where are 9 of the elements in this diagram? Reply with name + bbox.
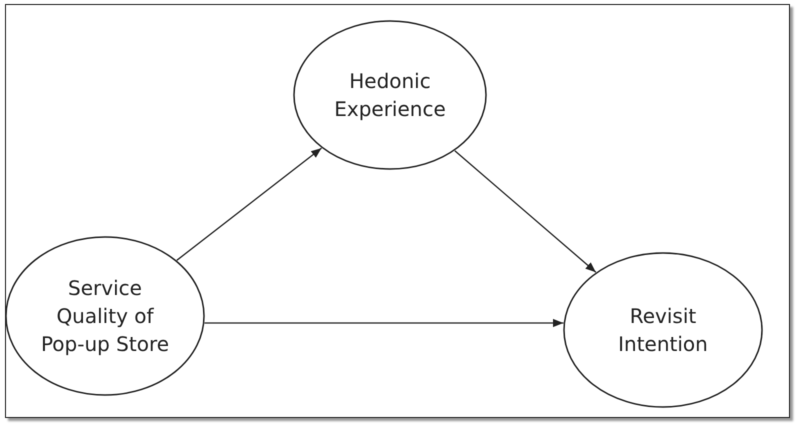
arrow: [176, 148, 322, 261]
arrow: [454, 150, 596, 273]
arrow: [204, 318, 564, 328]
ellipse-node: [293, 20, 487, 170]
node-label: Service Quality of Pop-up Store: [40, 275, 170, 358]
ellipse-node: [5, 236, 205, 396]
node-label: Revisit Intention: [617, 303, 709, 358]
ellipse-node: [563, 252, 763, 408]
node-label: Hedonic Experience: [333, 68, 447, 123]
